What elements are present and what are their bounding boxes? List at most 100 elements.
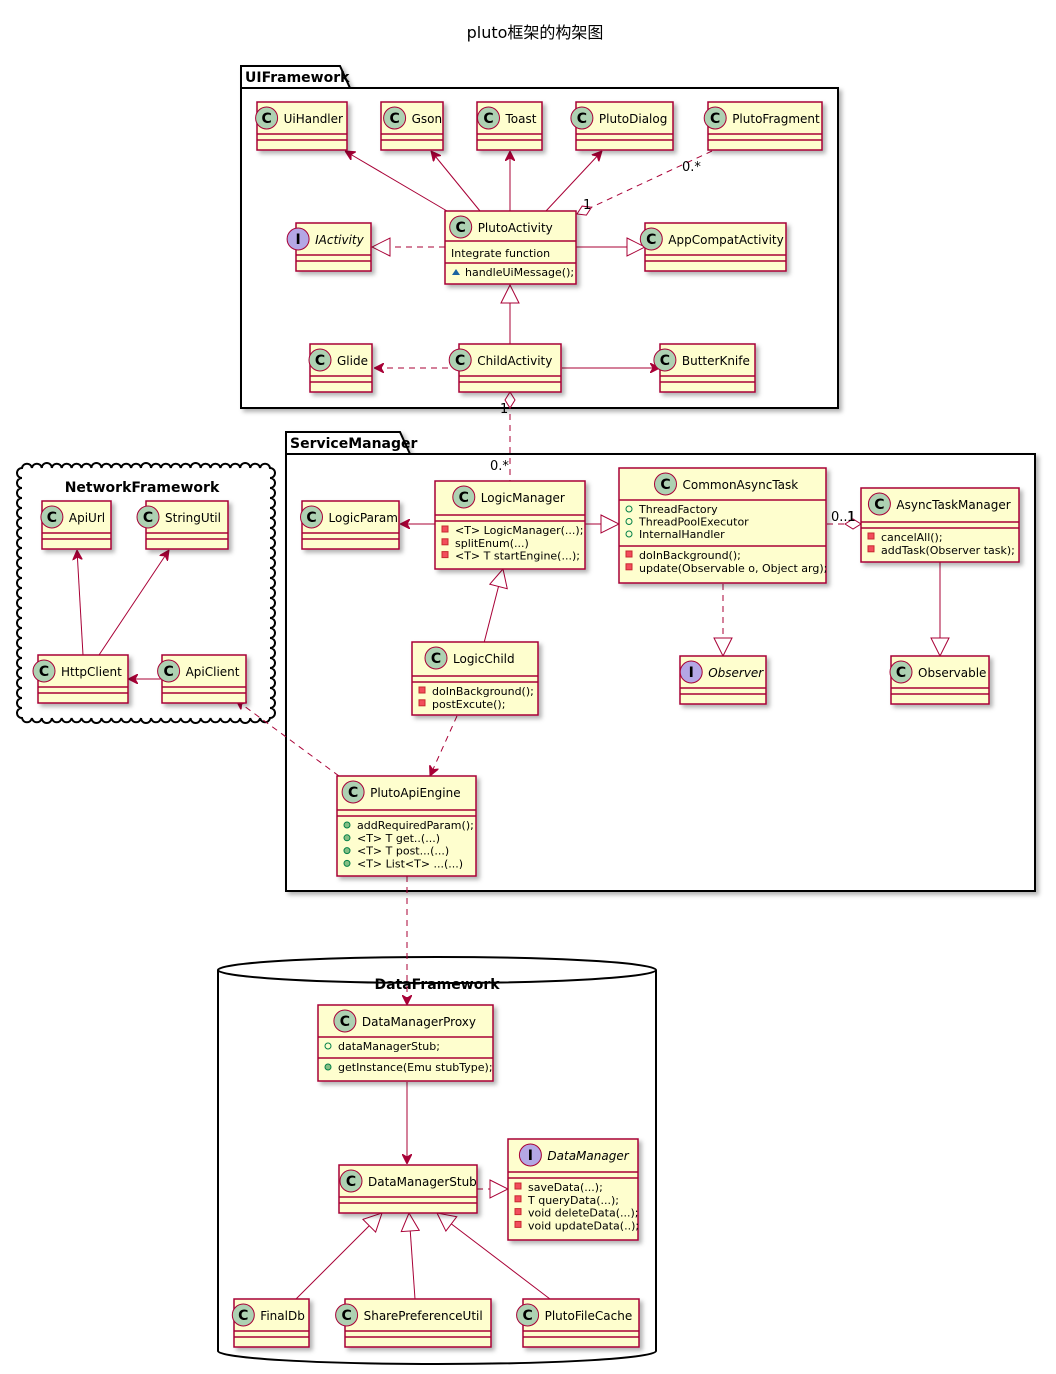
class-iactivity: I IActivity	[286, 222, 372, 272]
svg-text:C: C	[341, 1308, 351, 1324]
class-name: StringUtil	[165, 511, 221, 525]
class-method: <T> List<T> ...(...)	[357, 857, 463, 870]
svg-text:C: C	[483, 111, 493, 127]
class-badge-icon: C	[40, 505, 64, 529]
class-badge-icon: C	[335, 1303, 359, 1327]
class-name: HttpClient	[61, 665, 122, 679]
class-method: void deleteData(...);	[528, 1207, 638, 1220]
class-field: ThreadPoolExecutor	[638, 516, 749, 529]
class-butterknife: C ButterKnife	[653, 343, 756, 393]
class-badge-icon: C	[653, 348, 677, 372]
class-name: IActivity	[315, 233, 365, 247]
class-name: AsyncTaskManager	[896, 498, 1010, 512]
svg-text:C: C	[306, 510, 316, 526]
class-badge-icon: C	[449, 215, 473, 239]
class-method: cancelAll();	[881, 531, 943, 544]
class-name: Observer	[708, 666, 764, 680]
class-name: DataManagerProxy	[362, 1015, 476, 1029]
svg-text:C: C	[710, 111, 720, 127]
class-badge-icon: C	[639, 227, 663, 251]
class-field: Integrate function	[451, 247, 550, 260]
class-name: DataManager	[547, 1149, 629, 1163]
class-method: addTask(Observer task);	[881, 544, 1015, 557]
edge-logicchild-logicmanager	[483, 569, 503, 644]
class-name: ButterKnife	[682, 354, 750, 368]
svg-text:C: C	[459, 490, 469, 506]
class-badge-icon: C	[383, 106, 407, 130]
class-name: SharePreferenceUtil	[364, 1309, 483, 1323]
class-field: ThreadFactory	[638, 503, 718, 516]
class-method: T queryData(...);	[527, 1194, 619, 1207]
class-badge-icon: C	[333, 1009, 357, 1033]
svg-text:C: C	[47, 510, 57, 526]
class-badge-icon: C	[341, 780, 365, 804]
multiplicity-label: 0..1	[831, 510, 856, 525]
package-label: NetworkFramework	[65, 480, 220, 496]
class-method: <T> LogicManager(...);	[455, 524, 583, 537]
svg-text:C: C	[340, 1014, 350, 1030]
interface-badge-icon: I	[286, 227, 310, 251]
class-badge-icon: C	[452, 485, 476, 509]
class-badge-icon: C	[339, 1169, 363, 1193]
edge-finaldb-stub	[295, 1213, 382, 1300]
class-name: Gson	[412, 112, 443, 126]
class-name: LogicManager	[481, 491, 565, 505]
class-name: ChildActivity	[477, 354, 552, 368]
class-field: InternalHandler	[639, 528, 725, 541]
class-name: CommonAsyncTask	[683, 478, 799, 492]
class-badge-icon: C	[448, 348, 472, 372]
multiplicity-label: 1	[500, 402, 508, 417]
svg-text:C: C	[577, 111, 587, 127]
class-logicmanager: C LogicManager <T> LogicManager(...);split…	[434, 480, 586, 570]
interface-badge-icon: I	[679, 660, 703, 684]
class-name: LogicParam	[329, 511, 398, 525]
class-badge-icon: C	[867, 492, 891, 516]
edge-pluto-uihandler	[345, 151, 448, 212]
class-name: PlutoActivity	[478, 221, 553, 235]
edge-pluto-gson	[431, 151, 481, 212]
class-method: <T> T startEngine(...);	[455, 550, 580, 563]
class-name: FinalDb	[260, 1309, 305, 1323]
svg-text:C: C	[143, 510, 153, 526]
class-commonasynctask: C CommonAsyncTaskThreadFactoryThreadPoolE…	[618, 467, 827, 584]
package-label: ServiceManager	[290, 436, 418, 452]
class-datamanagerstub: C DataManagerStub	[338, 1164, 478, 1214]
class-badge-icon: C	[477, 106, 500, 130]
class-method: splitEnum(...)	[455, 537, 529, 550]
class-name: Toast	[505, 112, 537, 126]
svg-text:C: C	[346, 1174, 356, 1190]
relations	[77, 151, 940, 1300]
class-sharepreferenceutil: C SharePreferenceUtil	[335, 1298, 492, 1348]
svg-text:C: C	[522, 1308, 532, 1324]
class-name: DataManagerStub	[368, 1175, 477, 1189]
class-badge-icon: C	[136, 505, 160, 529]
svg-text:I: I	[295, 232, 300, 248]
package-label: UIFramework	[245, 70, 350, 86]
class-badge-icon: C	[654, 472, 677, 496]
class-method: addRequiredParam();	[357, 819, 474, 832]
edge-pluto-plutodialog	[545, 151, 602, 212]
class-name: Observable	[918, 666, 986, 680]
multiplicity-label: 0.*	[682, 160, 701, 175]
diagram-title: pluto框架的构架图	[467, 23, 604, 42]
svg-text:C: C	[238, 1308, 248, 1324]
class-badge-icon: C	[424, 646, 448, 670]
class-method: postExcute();	[432, 698, 505, 711]
class-method: doInBackground();	[432, 685, 534, 698]
multiplicity-labels: 0.* 1 1 0.* 0..1 1	[490, 160, 856, 525]
svg-text:I: I	[689, 665, 694, 681]
svg-text:C: C	[315, 353, 325, 369]
edge-httpclient-stringutil	[98, 550, 169, 656]
multiplicity-label: 0.*	[490, 459, 509, 474]
class-name: PlutoFragment	[732, 112, 820, 126]
class-stringutil: C StringUtil	[136, 500, 229, 550]
class-badge-icon: C	[32, 659, 56, 683]
